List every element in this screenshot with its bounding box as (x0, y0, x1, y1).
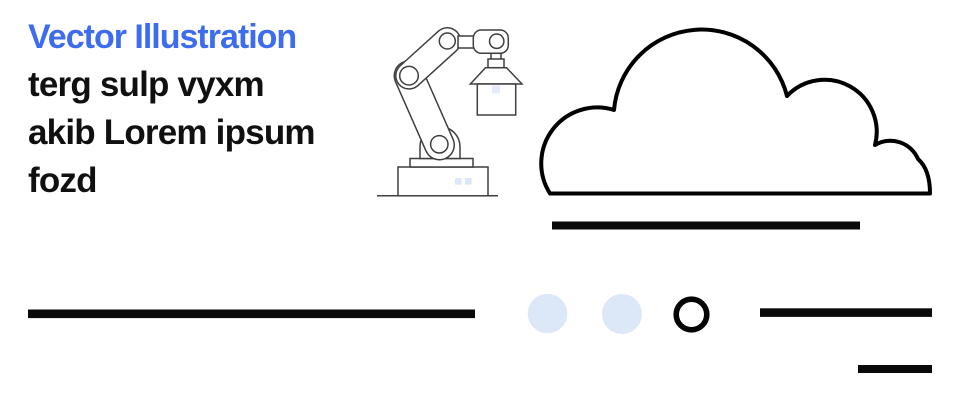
robot-base (397, 166, 489, 197)
bottom-right-bar (760, 308, 932, 317)
subtitle-line-2: akib Lorem ipsum (28, 113, 316, 152)
bottom-right-small-bar (858, 365, 932, 373)
robot-arm-icon (377, 27, 524, 197)
robot-head-joint (488, 33, 505, 50)
robot-shoulder-joint (429, 134, 449, 154)
base-indicator-square-2 (465, 178, 472, 185)
pale-dot-1 (527, 293, 568, 334)
page-title: Vector Illustration (28, 18, 297, 56)
cloud-icon (539, 27, 932, 230)
bottom-decoration-row (28, 293, 932, 373)
box-label-square (492, 85, 500, 94)
robot-gripper-neck-lower (487, 58, 505, 69)
robot-wrist-joint (438, 32, 457, 50)
cloud-outline-path (539, 27, 932, 196)
robot-head-connector (457, 35, 475, 49)
bottom-left-bar (28, 309, 475, 319)
subtitle-line-1: terg sulp vyxm (28, 65, 265, 104)
ring-circle (673, 296, 710, 333)
robot-gripper-bell (468, 66, 524, 85)
cloud-underline-bar (552, 221, 860, 230)
pale-dot-2 (602, 294, 642, 334)
subtitle-line-3: fozd (28, 161, 98, 200)
heading-text-block: Vector Illustration terg sulp vyxm akib … (28, 13, 388, 205)
robot-elbow-joint (398, 65, 420, 86)
base-indicator-square-1 (455, 178, 462, 185)
